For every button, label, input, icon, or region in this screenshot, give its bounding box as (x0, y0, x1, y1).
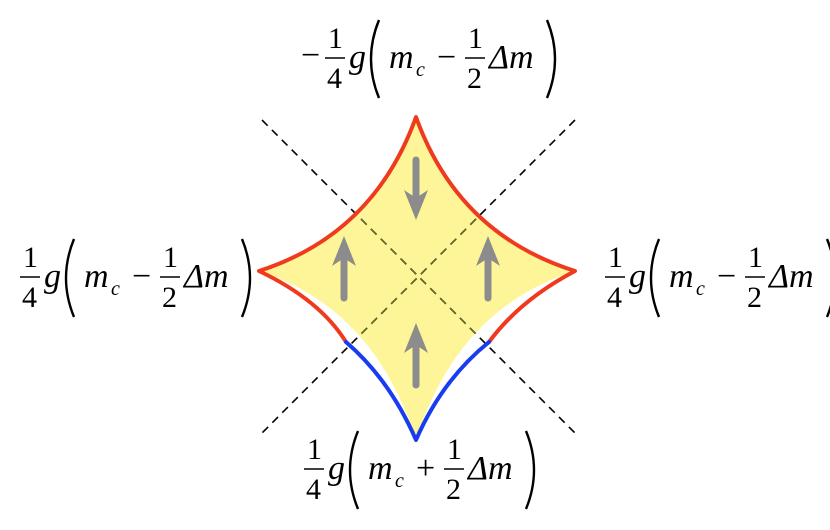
fraction-numerator: 1 (447, 433, 462, 466)
variable-g: g (44, 258, 61, 295)
variable-g: g (328, 450, 345, 487)
subscript-c: c (395, 470, 404, 492)
variable-g: g (629, 258, 646, 295)
fraction-denominator: 2 (747, 281, 762, 314)
fraction-numerator: 1 (468, 22, 483, 55)
subscript-c: c (416, 59, 425, 81)
right-paren (240, 238, 252, 318)
variable-m: m (389, 39, 414, 76)
operator: + (416, 450, 435, 487)
operator: − (437, 39, 456, 76)
right-paren (524, 430, 536, 510)
fraction-numerator: 1 (608, 241, 623, 274)
diagonal-line-down-left (258, 119, 576, 437)
spin-arrows (332, 156, 500, 389)
dashed-diagonals (258, 119, 579, 437)
region-fill (259, 117, 575, 440)
left-paren (64, 238, 76, 318)
delta-m: Δm (466, 450, 513, 487)
arrow-left-up (332, 236, 356, 302)
left-paren (369, 19, 381, 99)
variable-g: g (349, 39, 366, 76)
delta-m: Δm (182, 258, 229, 295)
subscript-c: c (111, 278, 120, 300)
fraction-denominator: 2 (162, 281, 177, 314)
subscript-c: c (696, 278, 705, 300)
right-paren (545, 19, 557, 99)
delta-m: Δm (487, 39, 534, 76)
fraction-denominator: 4 (607, 281, 622, 314)
arrow-right-up (476, 236, 500, 302)
minus-sign: − (301, 37, 320, 74)
delta-m: Δm (767, 258, 814, 295)
left-paren (348, 430, 360, 510)
variable-m: m (368, 450, 393, 487)
fraction-denominator: 2 (467, 62, 482, 95)
arrow-bottom-up (404, 323, 428, 389)
boundary-lower (344, 340, 491, 442)
operator: − (132, 258, 151, 295)
diagonal-line-down-right (261, 119, 579, 437)
fraction-denominator: 4 (22, 281, 37, 314)
variable-m: m (669, 258, 694, 295)
fraction-numerator: 1 (748, 241, 763, 274)
fraction-numerator: 1 (23, 241, 38, 274)
fraction-denominator: 2 (446, 473, 461, 506)
variable-m: m (84, 258, 109, 295)
fraction-denominator: 4 (306, 473, 321, 506)
arrow-top-down (404, 156, 428, 220)
operator: − (717, 258, 736, 295)
fraction-denominator: 4 (327, 62, 342, 95)
fraction-numerator: 1 (163, 241, 178, 274)
left-paren (649, 238, 661, 318)
boundary-upper (257, 115, 577, 344)
fraction-numerator: 1 (307, 433, 322, 466)
fraction-numerator: 1 (328, 22, 343, 55)
